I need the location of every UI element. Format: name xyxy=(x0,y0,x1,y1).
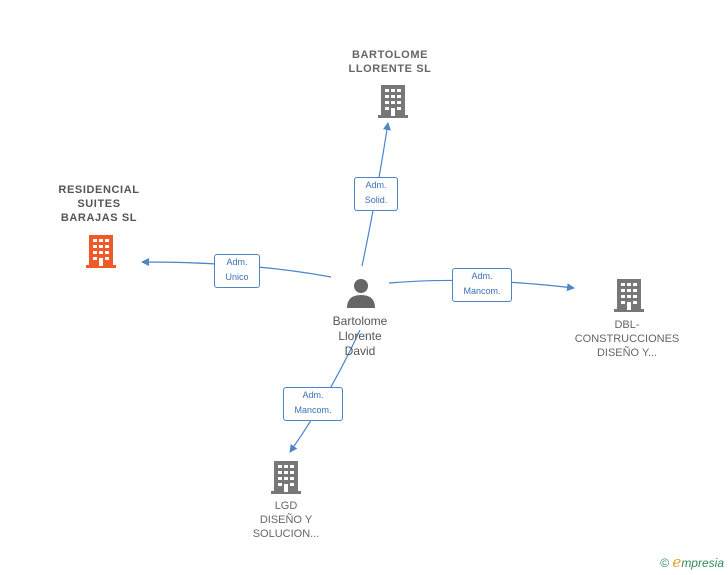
person-label[interactable]: Bartolome Llorente David xyxy=(310,314,410,359)
role-badge-adm-unico: Adm. Unico xyxy=(214,254,260,288)
role-badge-adm-solid: Adm. Solid. xyxy=(354,177,398,211)
company-residencial-label[interactable]: RESIDENCIAL SUITES BARAJAS SL xyxy=(40,183,158,225)
role-line: Mancom. xyxy=(294,405,332,415)
company-lgd-label[interactable]: LGD DISEÑO Y SOLUCION... xyxy=(226,499,346,541)
empresia-logo[interactable]: © empresia xyxy=(660,553,724,571)
role-badge-adm-mancom-dbl: Adm. Mancom. xyxy=(452,268,512,302)
company-name-line: DISEÑO Y xyxy=(259,514,313,526)
person-name-line: Bartolome xyxy=(332,314,388,328)
company-name-line: SUITES xyxy=(77,198,121,210)
company-name-line: DISEÑO Y... xyxy=(596,347,658,359)
company-name-line: BARAJAS SL xyxy=(60,212,138,224)
role-line: Adm. xyxy=(365,180,387,190)
person-icon[interactable] xyxy=(346,278,376,308)
role-line: Mancom. xyxy=(463,286,501,296)
company-dbl-label[interactable]: DBL- CONSTRUCCIONES DISEÑO Y... xyxy=(567,318,687,360)
company-name-line: RESIDENCIAL xyxy=(58,184,140,196)
role-line: Solid. xyxy=(364,195,388,205)
company-name-line: SOLUCION... xyxy=(252,528,320,540)
role-line: Unico xyxy=(225,272,249,282)
company-name-line: DBL- xyxy=(614,319,640,331)
company-name-line: LLORENTE SL xyxy=(348,63,432,75)
company-name-line: LGD xyxy=(274,500,298,512)
role-line: Adm. xyxy=(226,257,248,267)
building-icon-highlighted[interactable] xyxy=(85,234,117,268)
brand-name: mpresia xyxy=(681,556,724,570)
building-icon[interactable] xyxy=(377,84,409,118)
brand-initial: e xyxy=(672,553,682,571)
person-name-line: David xyxy=(344,344,376,358)
role-line: Adm. xyxy=(302,390,324,400)
copyright-symbol: © xyxy=(660,556,670,570)
company-name-line: BARTOLOME xyxy=(351,49,429,61)
role-badge-adm-mancom-lgd: Adm. Mancom. xyxy=(283,387,343,421)
building-icon[interactable] xyxy=(613,278,645,312)
company-bartolome-llorente-label[interactable]: BARTOLOME LLORENTE SL xyxy=(330,48,450,76)
role-line: Adm. xyxy=(471,271,493,281)
person-name-line: Llorente xyxy=(338,329,382,343)
building-icon[interactable] xyxy=(270,460,302,494)
company-name-line: CONSTRUCCIONES xyxy=(574,333,680,345)
